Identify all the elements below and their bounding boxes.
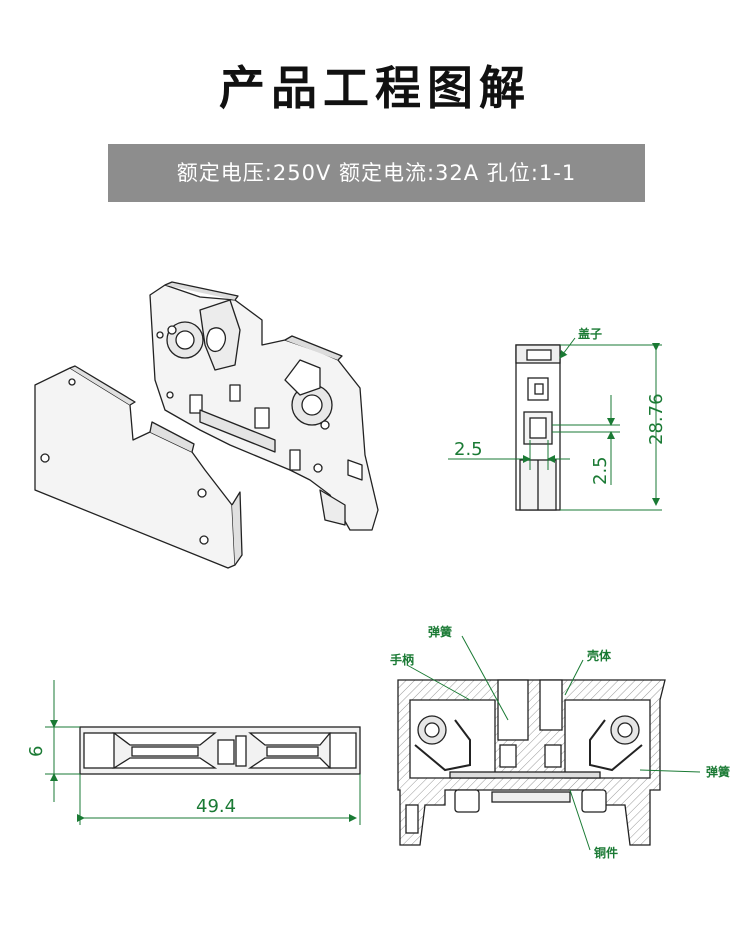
label-housing: 壳体 bbox=[586, 648, 612, 663]
label-handle: 手柄 bbox=[390, 652, 414, 667]
page-title: 产品工程图解 bbox=[219, 61, 531, 115]
spec-banner: 额定电压:250V 额定电流:32A 孔位:1-1 bbox=[108, 144, 645, 202]
label-copper: 铜件 bbox=[594, 845, 618, 860]
dim-small-vertical: 2.5 bbox=[590, 456, 611, 485]
isometric-view bbox=[34, 281, 379, 569]
section-view: 弹簧 手柄 壳体 弹簧 铜件 bbox=[390, 624, 730, 860]
dim-length: 49.4 bbox=[196, 796, 236, 817]
label-spring-right: 弹簧 bbox=[706, 764, 730, 779]
label-spring-top: 弹簧 bbox=[428, 624, 452, 639]
dim-height: 28.76 bbox=[646, 393, 667, 445]
side-view: 盖子 28.76 2.5 2.5 bbox=[448, 326, 667, 511]
dim-thickness: 6 bbox=[26, 746, 47, 757]
label-cover: 盖子 bbox=[578, 326, 602, 341]
top-view: 6 49.4 bbox=[26, 680, 361, 825]
dim-width: 2.5 bbox=[454, 439, 483, 460]
